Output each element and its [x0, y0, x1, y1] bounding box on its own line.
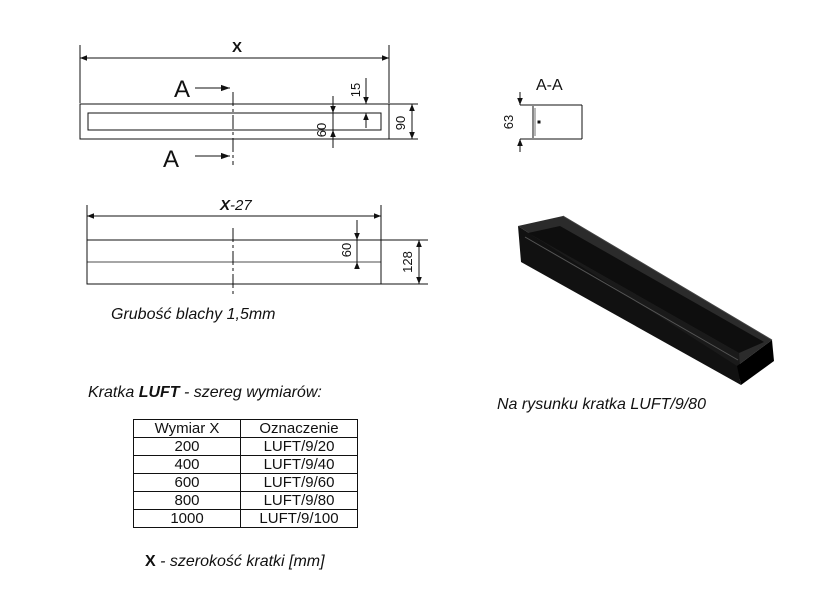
table-row: 800 LUFT/9/80 — [133, 491, 358, 510]
cell-size: 400 — [133, 455, 241, 474]
dim-height-128: 128 — [400, 251, 415, 273]
dim-inner-60-front: 60 — [339, 243, 354, 257]
top-view — [79, 45, 418, 165]
size-table: Wymiar X Oznaczenie 200 LUFT/9/20 400 LU… — [133, 419, 358, 528]
table-row: 200 LUFT/9/20 — [133, 437, 358, 456]
section-marker-bottom: A — [163, 146, 179, 173]
cell-size: 800 — [133, 491, 241, 510]
cell-code: LUFT/9/20 — [240, 437, 358, 456]
x-width-label: X — [232, 39, 242, 56]
cell-code: LUFT/9/60 — [240, 473, 358, 492]
section-view — [517, 92, 583, 152]
cell-size: 1000 — [133, 509, 241, 528]
table-row: 1000 LUFT/9/100 — [133, 509, 358, 528]
x-minus-27-label: X-27 — [219, 197, 252, 214]
cell-code: LUFT/9/100 — [240, 509, 358, 528]
cell-size: 200 — [133, 437, 241, 456]
table-row: 400 LUFT/9/40 — [133, 455, 358, 474]
section-title: A-A — [536, 77, 563, 94]
cell-code: LUFT/9/80 — [240, 491, 358, 510]
cell-code: LUFT/9/40 — [240, 455, 358, 474]
illustration-caption: Na rysunku kratka LUFT/9/80 — [497, 396, 706, 413]
front-view — [86, 205, 428, 296]
dim-flange-15: 15 — [348, 83, 363, 97]
dim-inner-60-top: 60 — [314, 123, 329, 137]
thickness-note: Grubość blachy 1,5mm — [111, 306, 276, 323]
grille-3d-illustration — [518, 215, 774, 385]
header-wymiar-x: Wymiar X — [133, 419, 241, 438]
table-row: 600 LUFT/9/60 — [133, 473, 358, 492]
table-header-row: Wymiar X Oznaczenie — [133, 419, 358, 438]
x-legend: X - szerokość kratki [mm] — [145, 553, 325, 570]
dim-height-90: 90 — [393, 116, 408, 130]
cell-size: 600 — [133, 473, 241, 492]
header-oznaczenie: Oznaczenie — [240, 419, 358, 438]
series-heading: Kratka LUFT - szereg wymiarów: — [88, 384, 322, 401]
dim-depth-63: 63 — [501, 115, 516, 129]
section-marker-top: A — [174, 76, 190, 103]
